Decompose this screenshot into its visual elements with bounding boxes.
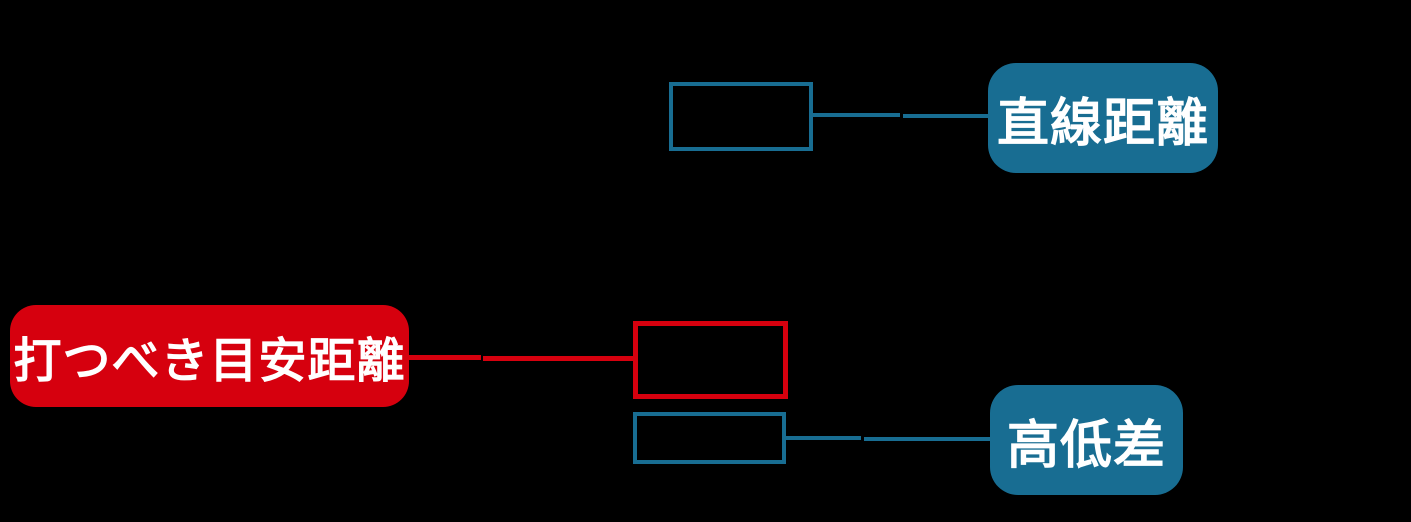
height-difference-value-box	[633, 412, 786, 464]
height-difference-label: 高低差	[990, 385, 1183, 495]
target-distance-value-box	[633, 321, 788, 399]
height-difference-connector	[786, 436, 861, 440]
straight-distance-label: 直線距離	[988, 63, 1218, 173]
target-distance-connector-segment	[483, 356, 633, 361]
straight-distance-connector	[812, 113, 900, 117]
target-distance-label: 打つべき目安距離	[10, 305, 409, 407]
height-difference-connector-segment	[864, 437, 990, 441]
straight-distance-connector-segment	[903, 114, 988, 118]
straight-distance-value-box	[669, 82, 813, 151]
target-distance-connector	[409, 355, 481, 360]
